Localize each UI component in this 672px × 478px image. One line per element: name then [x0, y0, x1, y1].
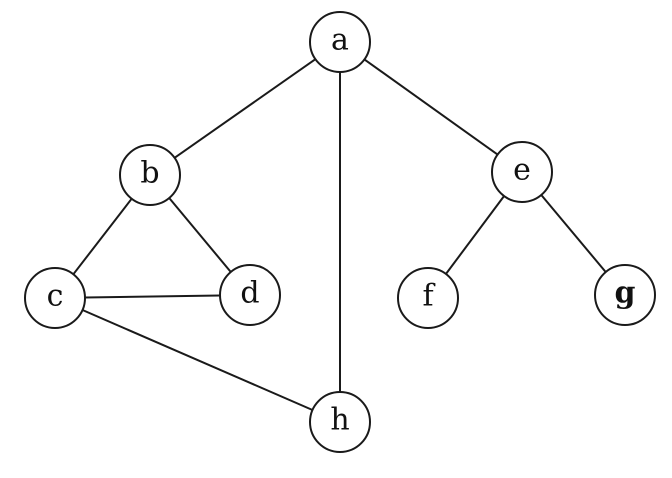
edge-c-d — [84, 294, 221, 299]
node-circle-f — [397, 267, 459, 329]
node-g: g — [594, 264, 656, 326]
node-label-f: f — [422, 279, 435, 314]
node-e: e — [491, 141, 553, 203]
edge-b-c — [72, 198, 133, 275]
node-circle-d — [219, 264, 281, 326]
node-d: d — [219, 264, 281, 326]
node-c: c — [24, 267, 86, 329]
node-label-d: d — [240, 276, 259, 311]
edge-b-d — [168, 197, 232, 273]
node-f: f — [397, 267, 459, 329]
node-label-c: c — [47, 279, 64, 314]
node-label-h: h — [330, 403, 349, 438]
node-label-e: e — [513, 153, 531, 188]
node-circle-g — [594, 264, 656, 326]
nodes-layer: a b c d e f g h — [24, 11, 656, 453]
edge-e-f — [445, 195, 505, 275]
node-label-a: a — [331, 23, 349, 58]
node-label-b: b — [140, 156, 159, 191]
edge-a-b — [174, 58, 316, 159]
edge-a-e — [363, 58, 499, 156]
node-circle-e — [491, 141, 553, 203]
edge-c-h — [82, 309, 313, 411]
node-circle-c — [24, 267, 86, 329]
node-circle-a — [309, 11, 371, 73]
node-a: a — [309, 11, 371, 73]
node-label-g: g — [615, 276, 636, 311]
edges-layer — [72, 58, 607, 411]
node-circle-h — [309, 391, 371, 453]
node-circle-b — [119, 144, 181, 206]
edge-e-g — [540, 194, 607, 273]
node-h: h — [309, 391, 371, 453]
node-b: b — [119, 144, 181, 206]
